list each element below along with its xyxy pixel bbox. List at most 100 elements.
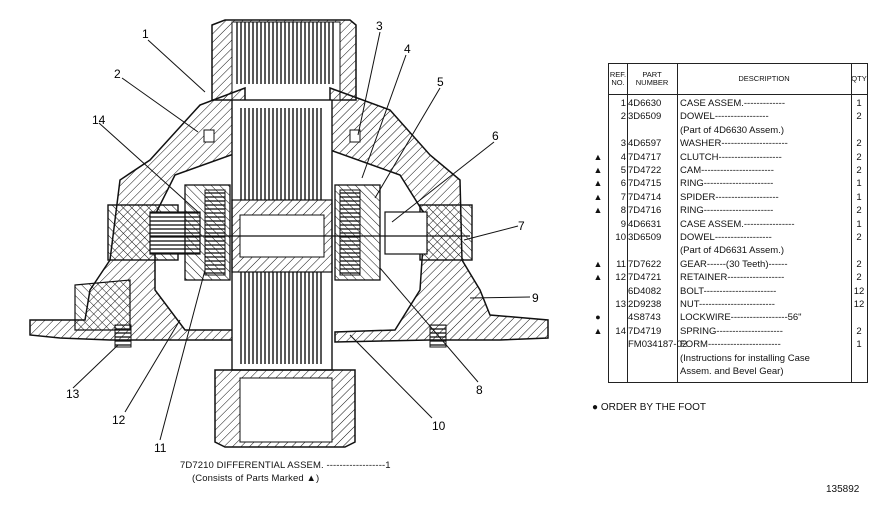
callout-14: 14	[92, 113, 106, 127]
description-cell: CASE ASSEM.----------------	[680, 218, 795, 230]
image-number: 135892	[826, 484, 860, 495]
leader-lines	[72, 31, 531, 441]
ref-no-cell: 10	[615, 232, 626, 243]
description-cell: LOCKWIRE------------------56"	[680, 312, 802, 324]
callout-labels: 1 2 3 4 5 6 7 8 9 10 11 12 13 14	[66, 19, 539, 455]
part-number-cell: 7D4715	[628, 178, 662, 190]
description-cell: SPRING---------------------	[680, 325, 783, 337]
part-number-cell: 7D7622	[628, 258, 662, 270]
part-number-cell: 7D4714	[628, 191, 662, 203]
ref-no-cell: 6	[620, 178, 626, 190]
ref-no-cell: 2	[620, 111, 626, 123]
qty-cell: 1	[856, 218, 862, 230]
row-marker: ▲	[593, 151, 603, 162]
part-number-cell: FM034187-02	[628, 339, 688, 351]
description-cell: FORM-----------------------	[680, 339, 781, 351]
ref-no-cell: 1	[620, 98, 626, 109]
ref-no-cell: 3	[620, 138, 626, 150]
row-marker: ▲	[593, 258, 603, 269]
callout-10: 10	[432, 419, 446, 433]
ref-no-cell: 11	[616, 258, 626, 270]
ref-no-cell: 14	[615, 325, 626, 337]
part-number-cell: 4D6597	[628, 138, 662, 150]
callout-4: 4	[404, 42, 411, 56]
description-cell: RETAINER------------------	[680, 272, 785, 284]
row-marker: ▲	[593, 272, 603, 283]
description-cell: RING----------------------	[680, 178, 774, 190]
row-marker: ●	[595, 312, 601, 323]
description-cell: CASE ASSEM.-------------	[680, 98, 786, 109]
part-number-cell: 3D6509	[628, 232, 662, 243]
assembly-caption-line2: (Consists of Parts Marked ▲)	[192, 473, 320, 484]
row-marker: ▲	[593, 191, 603, 202]
assembly-caption-line1: 7D7210 DIFFERENTIAL ASSEM. -------------…	[180, 460, 391, 471]
qty-cell: 2	[856, 258, 862, 270]
ref-no-cell: 13	[615, 299, 626, 310]
row-marker: ▲	[593, 178, 603, 189]
part-number-cell: 4S8743	[628, 312, 661, 324]
qty-cell: 1	[856, 339, 862, 351]
left-clutch-pack	[184, 184, 231, 281]
callout-9: 9	[532, 291, 539, 305]
qty-cell: 2	[856, 205, 862, 217]
qty-cell: 2	[856, 151, 862, 163]
spider	[150, 99, 470, 371]
description-cell: Assem. and Bevel Gear)	[680, 366, 784, 377]
callout-13: 13	[66, 387, 80, 401]
part-number-cell: 6D4082	[628, 285, 662, 297]
part-number-cell: 7D4719	[628, 325, 662, 337]
lower-shaft-housing	[214, 369, 356, 448]
description-cell: RING----------------------	[680, 205, 774, 217]
right-clutch-pack	[334, 184, 381, 281]
table-row: ● 4S8743 LOCKWIRE------------------56"	[595, 311, 867, 324]
callout-5: 5	[437, 75, 444, 89]
qty-cell: 2	[856, 111, 862, 123]
description-cell: (Instructions for installing Case	[680, 352, 810, 364]
part-number-cell: 3D6509	[628, 111, 662, 123]
qty-cell: 12	[853, 299, 865, 310]
header-ref-no: REF. NO.	[609, 70, 627, 87]
part-number-cell: 7D4722	[628, 165, 662, 176]
upper-shaft-housing	[211, 19, 357, 101]
description-cell: GEAR------(30 Teeth)------	[680, 258, 788, 270]
part-number-cell: 2D9238	[628, 299, 662, 310]
qty-cell: 2	[856, 138, 862, 150]
description-cell: BOLT-----------------------	[680, 285, 777, 297]
table-row: (Part of 4D6631 Assem.)	[609, 244, 867, 257]
callout-6: 6	[492, 129, 499, 143]
callout-7: 7	[518, 219, 525, 233]
ref-no-cell: 9	[620, 218, 626, 230]
callout-3: 3	[376, 19, 383, 33]
right-output-shaft	[384, 204, 473, 261]
ref-no-cell: 7	[620, 191, 626, 203]
description-cell: WASHER---------------------	[680, 138, 788, 150]
ref-no-cell: 8	[620, 205, 626, 217]
part-number-cell: 4D6630	[628, 98, 662, 109]
header-qty: QTY	[851, 74, 867, 83]
description-cell: (Part of 4D6630 Assem.)	[680, 124, 785, 136]
description-cell: CLUTCH--------------------	[680, 151, 782, 163]
description-cell: DOWEL------------------	[680, 232, 772, 243]
part-number-cell: 7D4717	[628, 151, 662, 163]
row-marker: ▲	[593, 205, 603, 216]
table-row: Assem. and Bevel Gear)	[609, 365, 867, 378]
part-number-cell: 4D6631	[628, 218, 662, 230]
order-by-foot-note: ● ORDER BY THE FOOT	[592, 402, 707, 413]
qty-cell: 2	[856, 272, 862, 284]
qty-cell: 2	[856, 325, 862, 337]
ref-no-cell: 4	[620, 151, 626, 163]
callout-8: 8	[476, 383, 483, 397]
qty-cell: 1	[856, 178, 862, 190]
